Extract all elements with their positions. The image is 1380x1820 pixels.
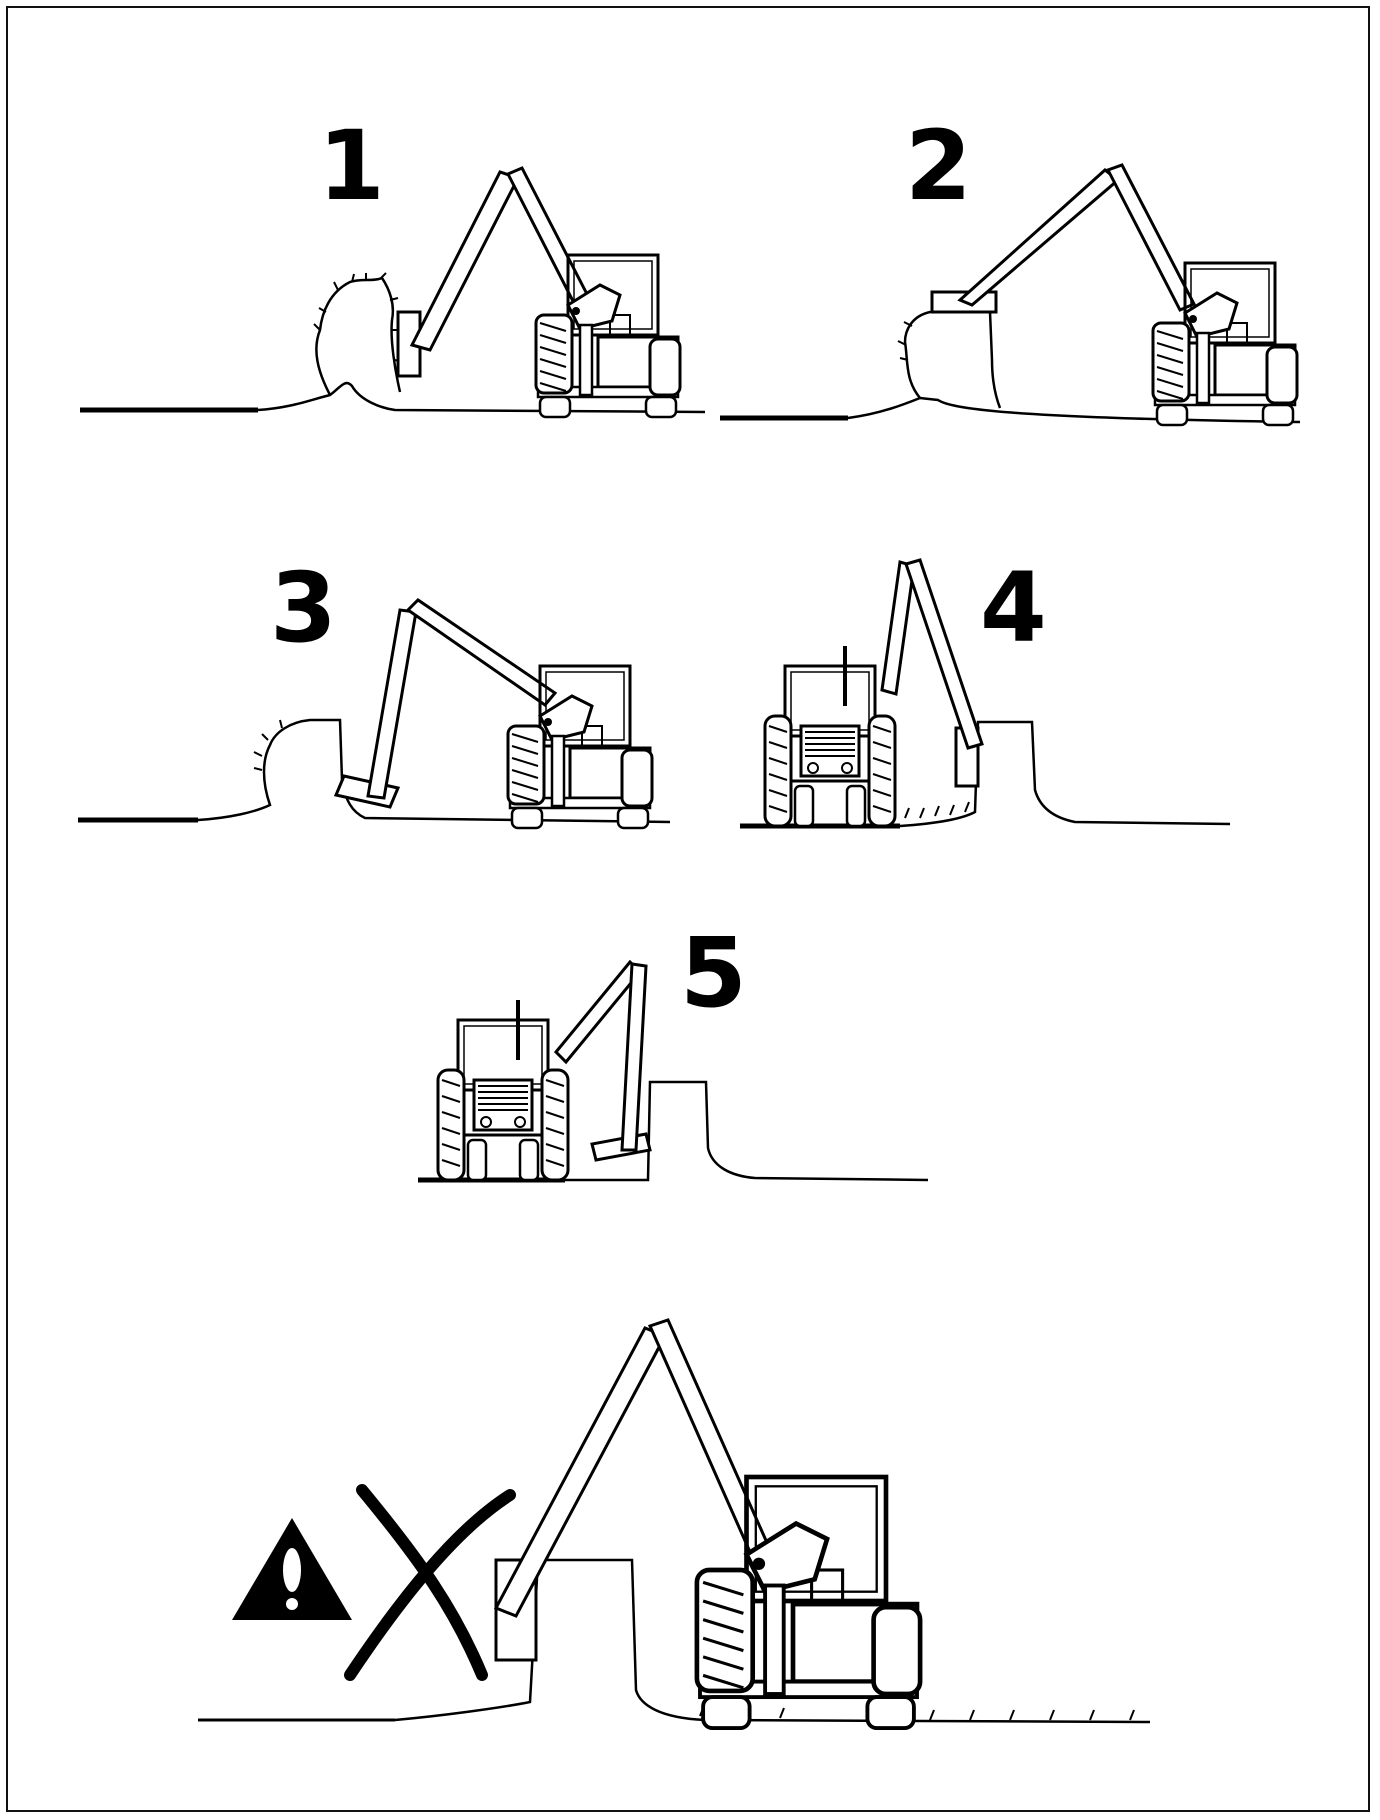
warning-triangle-icon [232,1518,352,1620]
scene-5 [418,962,928,1180]
scene-4 [740,560,1230,826]
scene-2 [720,165,1300,425]
scene-1 [80,168,705,417]
scene-3 [78,600,670,828]
wrong-method-scene [198,1320,1150,1728]
cutter-head [336,776,398,807]
hedge [316,278,400,395]
cross-mark-icon [350,1490,510,1675]
